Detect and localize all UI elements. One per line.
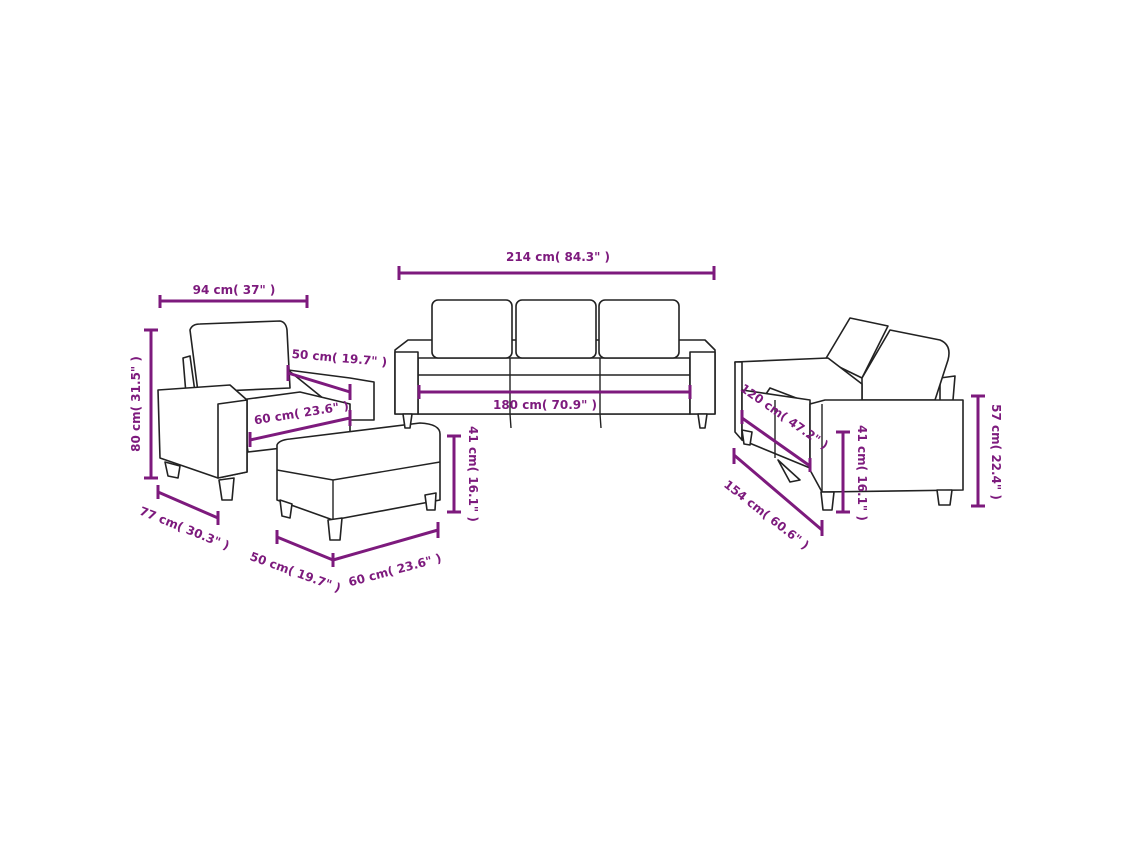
label-ottoman-depth: 50 cm( 19.7" ) bbox=[248, 549, 343, 595]
label-three-seater-width: 214 cm( 84.3" ) bbox=[506, 250, 610, 264]
dim-armchair-depth bbox=[156, 485, 220, 525]
label-ottoman-width: 60 cm( 23.6" ) bbox=[347, 551, 443, 589]
dim-two-seater-seat-width bbox=[740, 410, 812, 472]
three-seater-sofa-drawing bbox=[394, 299, 716, 429]
dim-three-seater-width bbox=[397, 266, 716, 280]
label-armchair-height: 80 cm( 31.5" ) bbox=[129, 356, 143, 452]
ottoman-drawing bbox=[276, 422, 441, 541]
dim-ottoman-height bbox=[447, 434, 461, 514]
label-two-seater-seat-height: 41 cm( 16.1" ) bbox=[855, 425, 869, 521]
dimension-lines bbox=[144, 266, 985, 567]
label-armchair-seat-depth: 50 cm( 19.7" ) bbox=[291, 347, 388, 369]
label-ottoman-height: 41 cm( 16.1" ) bbox=[466, 426, 480, 522]
dim-armchair-height bbox=[144, 328, 158, 480]
dim-armchair-seat-width bbox=[248, 410, 352, 447]
two-seater-sofa-drawing bbox=[734, 317, 964, 511]
label-armchair-width: 94 cm( 37" ) bbox=[193, 283, 276, 297]
label-two-seater-height: 57 cm( 22.4" ) bbox=[989, 404, 1003, 500]
dim-three-seater-seat-width bbox=[417, 385, 692, 399]
dim-two-seater-seat-height bbox=[836, 430, 850, 514]
label-two-seater-width: 154 cm( 60.6" ) bbox=[721, 477, 812, 552]
dim-two-seater-width bbox=[732, 448, 824, 536]
dim-ottoman-width bbox=[332, 522, 440, 562]
dim-armchair-width bbox=[158, 295, 309, 308]
dim-two-seater-height bbox=[971, 394, 985, 508]
label-three-seater-seat-width: 180 cm( 70.9" ) bbox=[493, 398, 597, 412]
dim-armchair-seat-depth bbox=[286, 365, 352, 400]
